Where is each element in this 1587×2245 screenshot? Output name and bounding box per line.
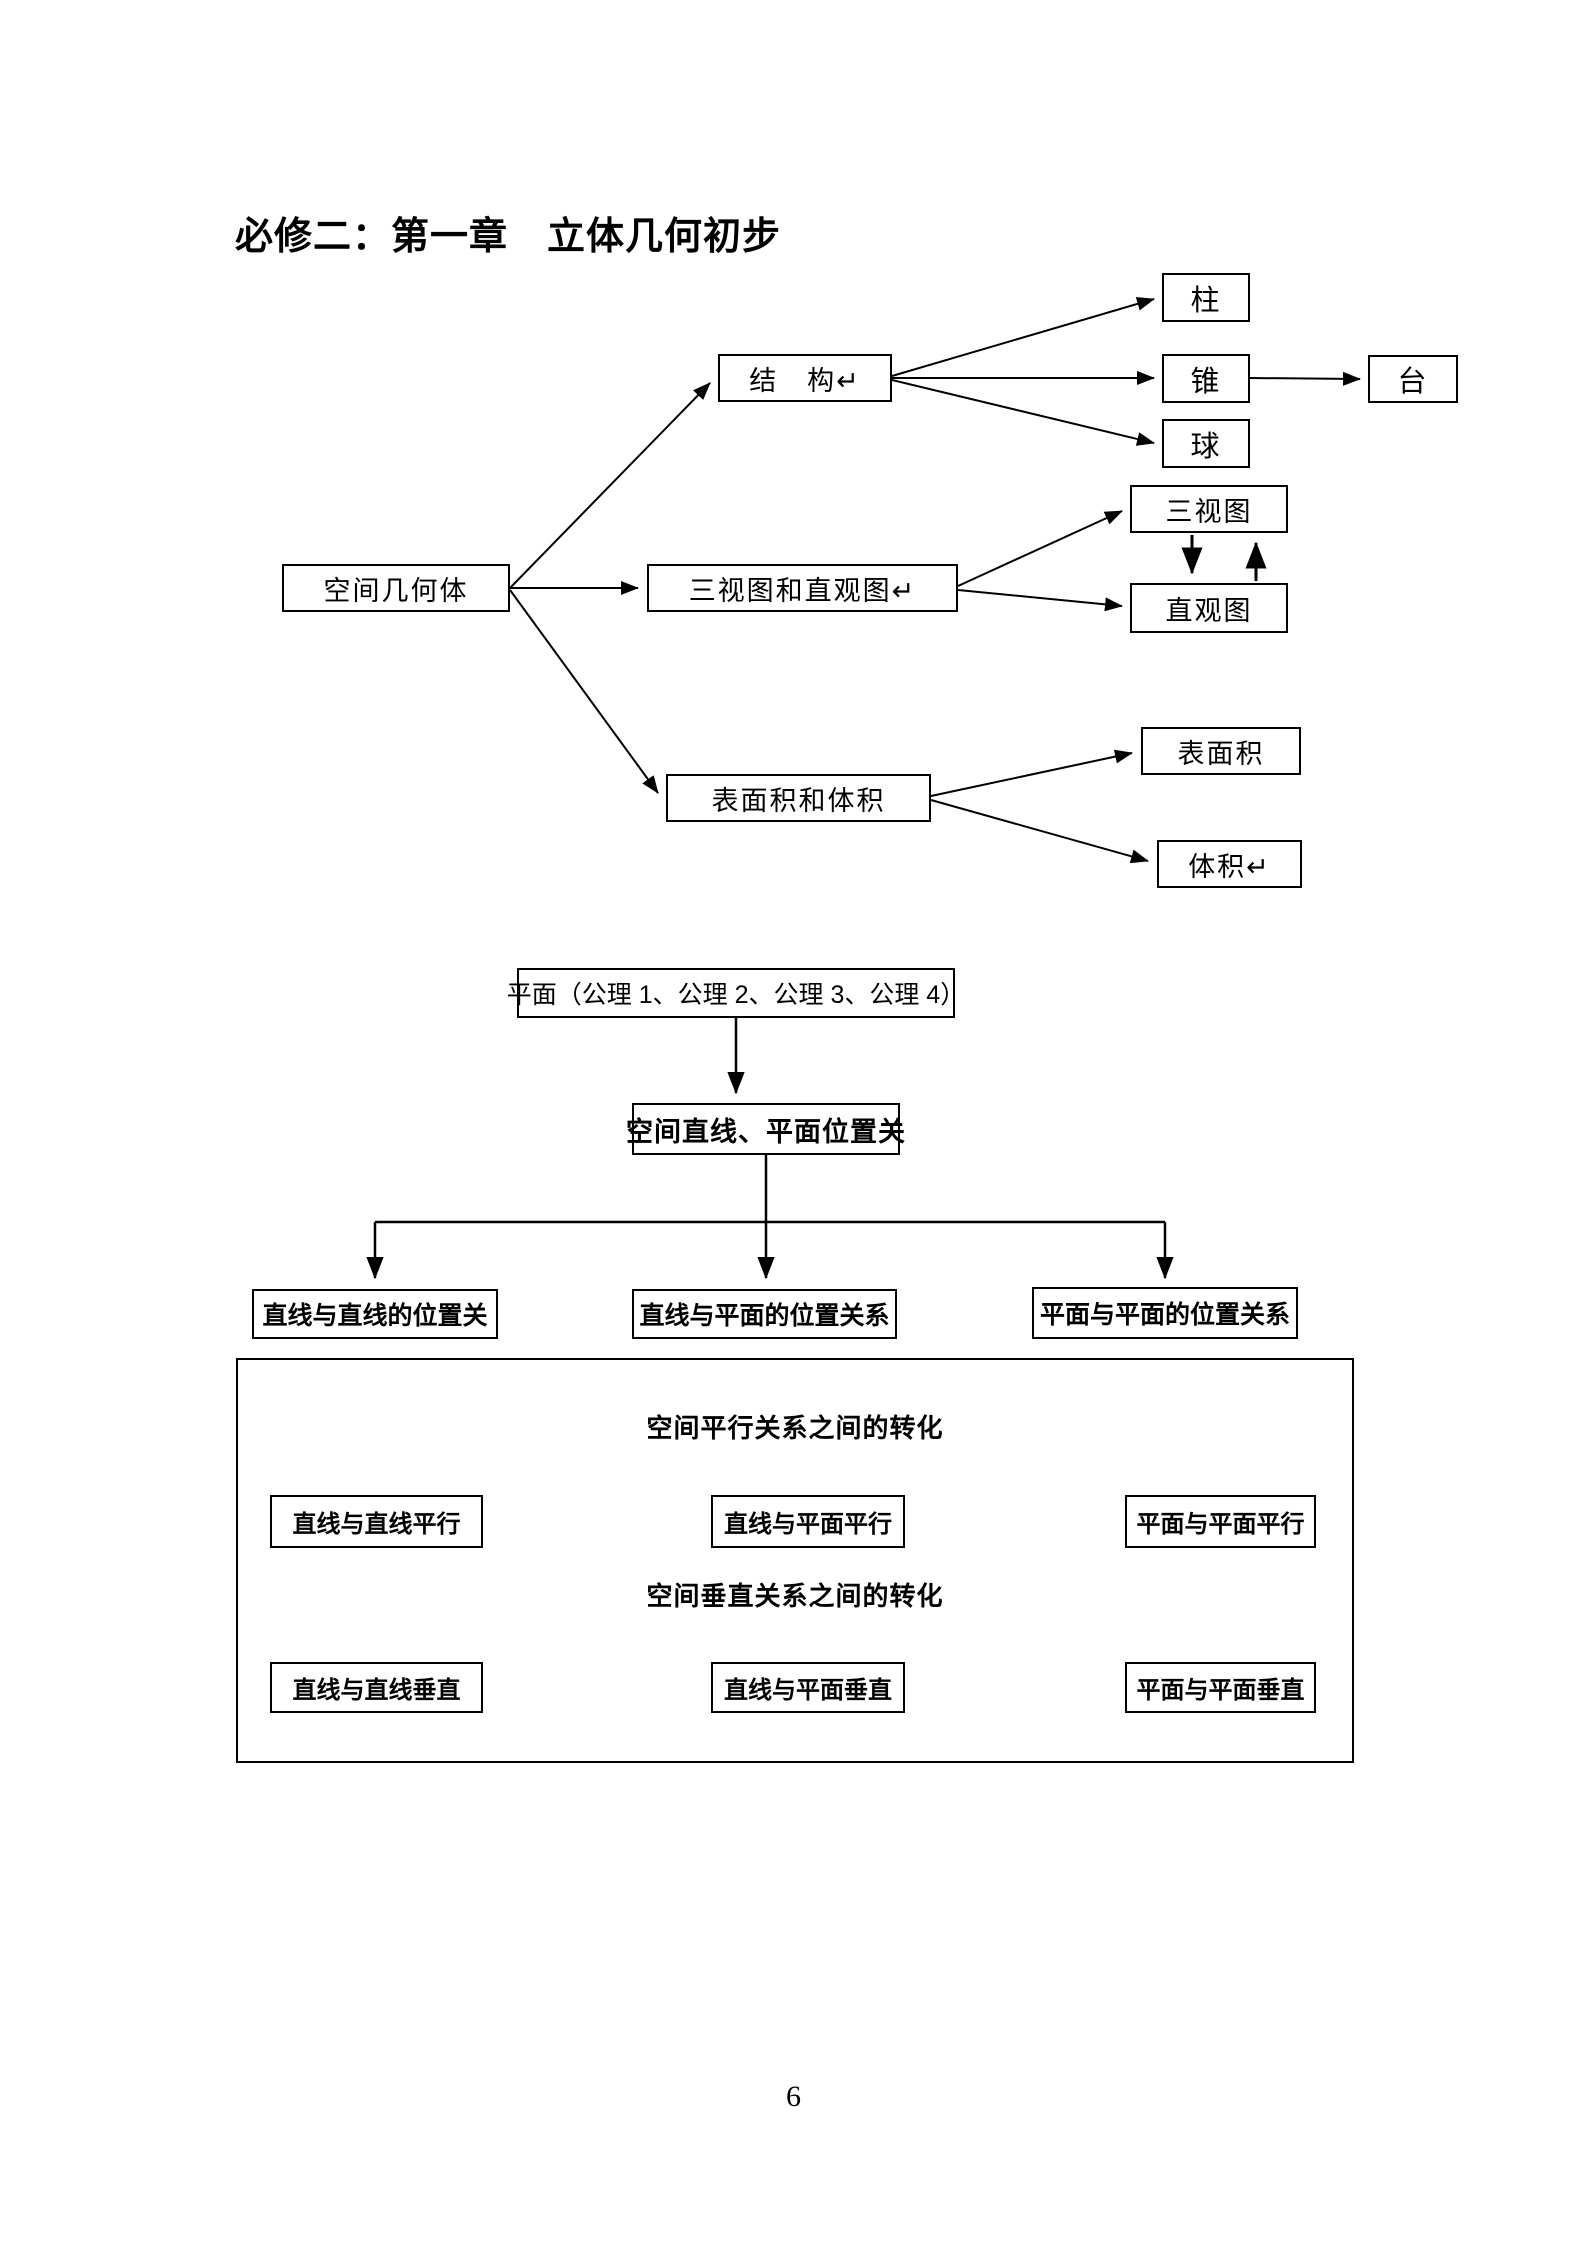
tree-connector: [375, 1155, 1165, 1224]
node-plane-plane-position: 平面与平面的位置关系: [1032, 1287, 1298, 1339]
arrow-area-to-tiji: [930, 799, 1149, 864]
arrow-structure-to-zhu: [891, 297, 1155, 377]
arrow-structure-to-qiu: [891, 379, 1155, 446]
node-line-line-parallel: 直线与直线平行: [270, 1495, 483, 1548]
node-three-views: 三视图: [1130, 485, 1288, 533]
node-intuitive-drawing: 直观图: [1130, 583, 1288, 633]
node-space-geometric-body: 空间几何体: [282, 564, 510, 612]
node-plane-plane-perpendicular: 平面与平面垂直: [1125, 1662, 1316, 1713]
arrow-views-to-sanshitu: [957, 510, 1123, 587]
arrow-zhui-to-tai: [1249, 371, 1361, 386]
arrow-spacegeo-to-area: [509, 589, 659, 794]
node-space-line-plane-positions: 空间直线、平面位置关: [626, 1103, 905, 1155]
node-sphere: 球: [1162, 419, 1250, 468]
node-surface-area: 表面积: [1141, 727, 1301, 775]
node-plane-axioms: 平面（公理 1、公理 2、公理 3、公理 4）: [507, 968, 965, 1018]
perpendicular-conversion-title: 空间垂直关系之间的转化: [646, 1581, 944, 1611]
page-title: 必修二：第一章 立体几何初步: [235, 216, 782, 258]
arrow-spacegeo-to-structure: [509, 382, 711, 589]
node-volume: 体积↵: [1157, 840, 1302, 888]
node-plane-plane-parallel: 平面与平面平行: [1125, 1495, 1316, 1548]
node-line-plane-parallel: 直线与平面平行: [711, 1495, 905, 1548]
arrow-area-to-biaomianji: [930, 749, 1133, 797]
node-three-views-and-intuitive-drawing: 三视图和直观图↵: [647, 564, 958, 612]
node-prism: 柱: [1162, 273, 1250, 322]
node-cone: 锥: [1162, 354, 1250, 403]
node-line-line-position: 直线与直线的位置关: [252, 1289, 498, 1339]
parallel-conversion-title: 空间平行关系之间的转化: [646, 1413, 944, 1443]
arrow-views-to-zhiguantu: [957, 589, 1123, 612]
node-line-plane-perpendicular: 直线与平面垂直: [711, 1662, 905, 1713]
node-structure: 结 构↵: [718, 354, 892, 402]
page-number: 6: [786, 2080, 801, 2113]
node-line-line-perpendicular: 直线与直线垂直: [270, 1662, 483, 1713]
node-surface-area-and-volume: 表面积和体积: [666, 774, 931, 822]
node-line-plane-position: 直线与平面的位置关系: [632, 1289, 897, 1339]
node-frustum: 台: [1368, 355, 1458, 403]
